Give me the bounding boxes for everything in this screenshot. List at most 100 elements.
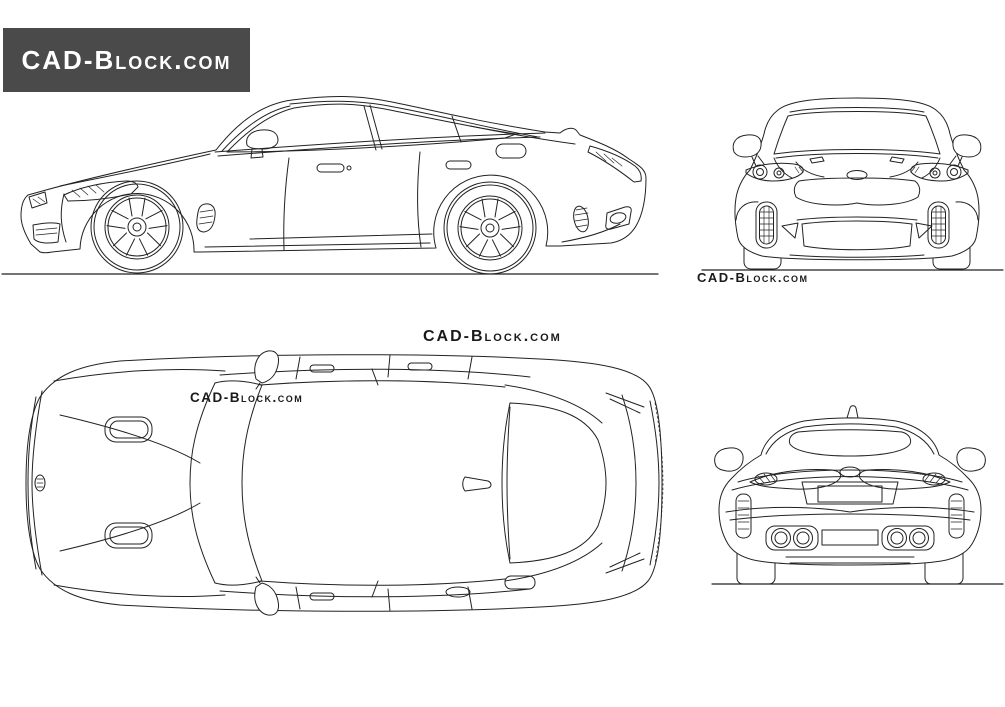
front-lower-intake	[801, 220, 913, 251]
front-wheel-arches	[735, 201, 979, 221]
rear-right-mirror	[956, 447, 986, 472]
top-fuel-door	[504, 575, 536, 590]
top-taillight-seams	[605, 392, 645, 574]
front-left-fog-vent	[755, 201, 778, 249]
side-mirror	[246, 129, 279, 159]
front-hood-creases	[795, 161, 919, 178]
watermark-top-view-inner: CAD-Block.com	[190, 390, 304, 405]
top-c-pillars	[504, 384, 603, 582]
rear-glass	[788, 429, 912, 457]
side-bumper-intake	[32, 222, 61, 244]
side-haunch-line	[469, 125, 576, 145]
side-roof-inner	[289, 100, 539, 138]
rear-bumper-bottom	[785, 556, 915, 564]
logo-text: CAD-Block.com	[21, 44, 232, 75]
side-rear-door-seam	[417, 151, 422, 248]
front-roof-inner	[789, 107, 925, 113]
rear-right-gill	[948, 493, 965, 539]
front-windshield	[773, 111, 941, 155]
side-rocker-lines	[204, 233, 433, 248]
front-right-fog-vent	[927, 201, 950, 249]
top-rear-glass-inner	[506, 406, 511, 560]
watermark-front-view: CAD-Block.com	[697, 270, 809, 285]
front-wheel	[90, 180, 184, 274]
side-view-drawing	[1, 95, 659, 275]
side-b-pillar	[363, 104, 383, 151]
front-right-headlight	[910, 162, 969, 182]
side-headlight	[63, 180, 139, 202]
side-glasshouse	[226, 103, 517, 153]
side-front-door-seam	[283, 157, 290, 251]
front-right-mirror	[949, 134, 982, 167]
front-cowl-line	[775, 153, 939, 159]
top-rear-glass	[501, 402, 607, 564]
cad-block-logo: CAD-Block.com	[3, 28, 250, 92]
top-door-handle-2	[407, 362, 433, 371]
rear-shark-fin	[846, 405, 859, 419]
front-bumper-lower-line	[789, 254, 925, 258]
top-a-pillars	[214, 380, 263, 586]
side-fender-vent	[196, 203, 216, 233]
side-fuel-door	[495, 143, 527, 159]
top-rear-edge-inner	[649, 400, 660, 566]
top-door-handle-4	[445, 586, 471, 598]
side-windshield-inner	[221, 105, 291, 152]
top-shark-fin-antenna	[462, 476, 492, 492]
side-rear-door-handle	[445, 160, 472, 170]
side-fender-seam	[60, 193, 67, 243]
side-door-lock	[346, 165, 352, 171]
top-kia-badge	[34, 474, 46, 492]
top-hood-vent-right	[104, 522, 153, 549]
top-door-handle-1	[309, 364, 335, 373]
rear-left-exhaust	[765, 525, 819, 551]
front-intake-lip	[796, 216, 918, 221]
top-windshield-top-arc	[241, 384, 263, 582]
top-hood-vent-left	[104, 416, 153, 443]
top-front-bumper-lines	[27, 390, 43, 576]
side-taillight	[587, 145, 642, 183]
front-hood-cutlines	[773, 157, 941, 179]
side-exhaust-tip	[605, 206, 632, 230]
rear-left-taillight	[749, 469, 842, 490]
rear-left-gill	[735, 493, 752, 539]
front-grille	[793, 177, 921, 206]
side-rear-reflector	[573, 205, 589, 233]
license-plate	[817, 485, 883, 503]
front-corner-vents	[781, 222, 933, 239]
top-door-handle-3	[309, 592, 335, 601]
top-b-pillars	[371, 368, 379, 598]
top-mirror-left	[254, 350, 279, 390]
top-door-seams	[295, 354, 473, 612]
side-hood-crease	[59, 153, 211, 187]
rear-wheel	[443, 181, 537, 275]
rear-diffuser-mesh	[821, 529, 879, 546]
front-washer-nozzles	[809, 156, 905, 164]
front-body-outline	[734, 97, 980, 261]
rear-bumper-creases	[725, 506, 975, 521]
top-rear-hatch-ticks	[654, 402, 664, 564]
side-body-outline	[20, 95, 647, 254]
top-mirror-right	[254, 576, 279, 616]
front-view-drawing	[701, 97, 1004, 271]
side-quarter-glass-seam	[451, 115, 462, 143]
rear-license-recess	[801, 481, 899, 505]
front-left-mirror	[732, 134, 765, 167]
top-roof-side-edges	[259, 380, 506, 586]
top-cowl-arc	[189, 382, 216, 584]
front-left-headlight	[745, 162, 804, 182]
top-body-outline	[25, 354, 663, 612]
rear-right-taillight	[858, 469, 951, 490]
rear-left-mirror	[714, 447, 744, 472]
rear-right-exhaust	[881, 525, 935, 551]
front-kia-badge	[846, 170, 868, 180]
side-grille	[28, 191, 48, 209]
watermark-top-view-above: CAD-Block.com	[423, 328, 562, 345]
rear-view-drawing	[711, 405, 1004, 585]
side-rear-bumper-crease	[561, 223, 621, 243]
top-view-drawing	[25, 350, 664, 616]
top-spoiler-arc	[621, 394, 637, 572]
rear-roof-inner	[765, 423, 935, 455]
side-front-door-handle	[316, 163, 345, 173]
rear-body-outline	[718, 417, 982, 566]
